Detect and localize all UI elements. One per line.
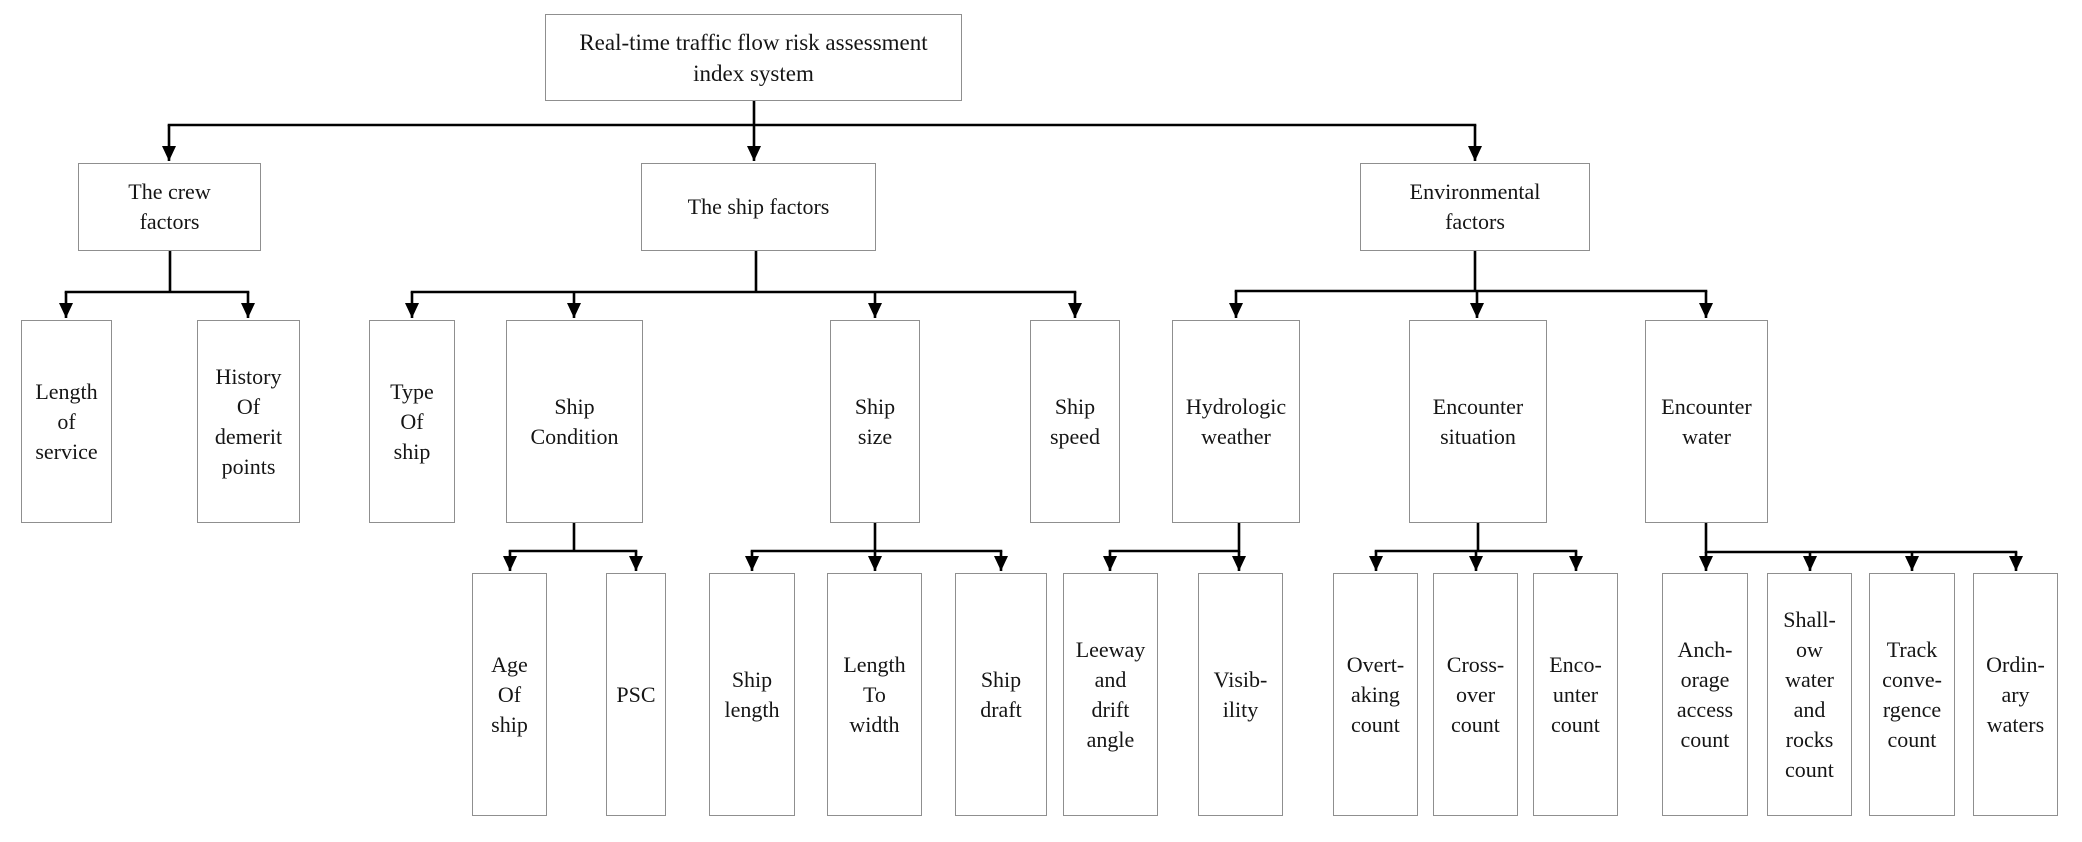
node-environmental-factors: Environmental factors — [1360, 163, 1590, 251]
node-age-of-ship: Age Of ship — [472, 573, 547, 816]
connector-crew-to-children — [59, 249, 255, 318]
connector-environmental-to-children — [1229, 249, 1713, 318]
connector-hydrologic-to-children — [1103, 521, 1246, 571]
node-anchorage-access-count: Anch- orage access count — [1662, 573, 1748, 816]
node-leeway-and-drift-angle: Leeway and drift angle — [1063, 573, 1158, 816]
node-encounter-water: Encounter water — [1645, 320, 1768, 523]
node-crew-factors: The crew factors — [78, 163, 261, 251]
node-shallow-water-and-rocks-count: Shall- ow water and rocks count — [1767, 573, 1852, 816]
node-length-of-service: Length of service — [21, 320, 112, 523]
connector-encounter-water-to-children — [1699, 521, 2023, 571]
node-encounter-situation: Encounter situation — [1409, 320, 1547, 523]
connector-ship-size-to-children — [745, 521, 1008, 571]
connector-root-to-level2 — [162, 99, 1482, 161]
node-visibility: Visib- ility — [1198, 573, 1283, 816]
node-ship-length: Ship length — [709, 573, 795, 816]
node-ship-factors: The ship factors — [641, 163, 876, 251]
node-ship-draft: Ship draft — [955, 573, 1047, 816]
connector-ship-condition-to-children — [503, 521, 643, 571]
node-type-of-ship: Type Of ship — [369, 320, 455, 523]
node-encounter-count: Enco- unter count — [1533, 573, 1618, 816]
node-crossover-count: Cross- over count — [1433, 573, 1518, 816]
node-psc: PSC — [606, 573, 666, 816]
node-history-of-demerit-points: History Of demerit points — [197, 320, 300, 523]
node-ordinary-waters: Ordin- ary waters — [1973, 573, 2058, 816]
node-track-convergence-count: Track conve- rgence count — [1869, 573, 1955, 816]
connector-ship-to-children — [405, 249, 1082, 318]
node-ship-speed: Ship speed — [1030, 320, 1120, 523]
node-length-to-width: Length To width — [827, 573, 922, 816]
node-overtaking-count: Overt- aking count — [1333, 573, 1418, 816]
node-root-index-system: Real-time traffic flow risk assessment i… — [545, 14, 962, 101]
node-ship-condition: Ship Condition — [506, 320, 643, 523]
node-ship-size: Ship size — [830, 320, 920, 523]
connector-encounter-situation-to-children — [1369, 521, 1583, 571]
node-hydrologic-weather: Hydrologic weather — [1172, 320, 1300, 523]
